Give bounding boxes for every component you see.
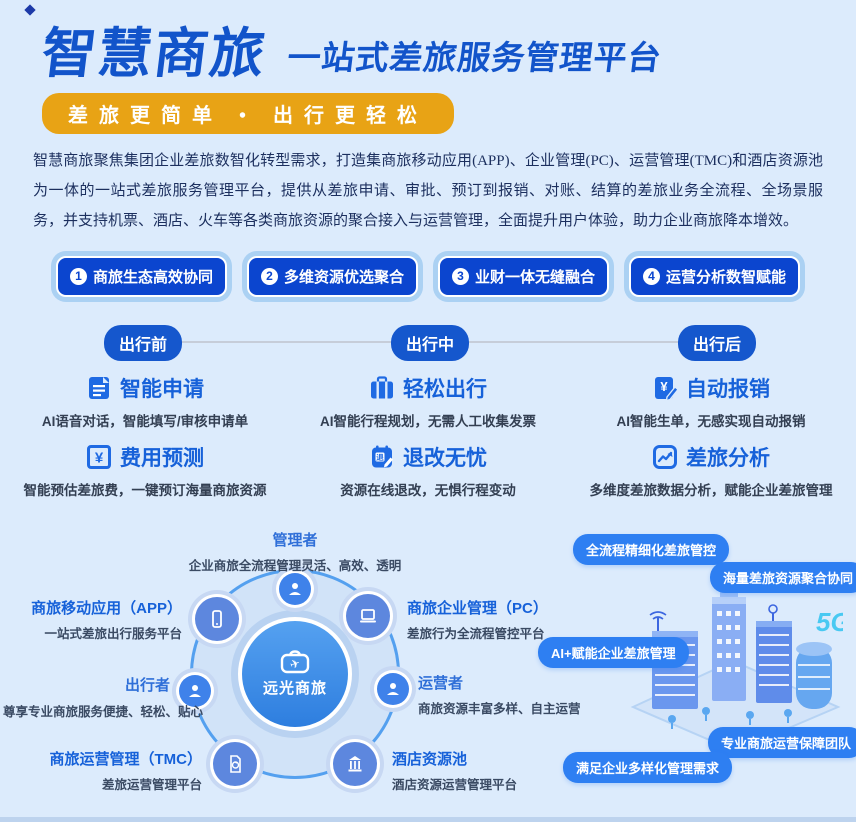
- tag-ai-empowerment: AI+赋能企业差旅管理: [538, 636, 689, 668]
- label-tmc-operations: 商旅运营管理（TMC） 差旅运营管理平台: [20, 748, 203, 793]
- platform-name: 商旅企业管理（PC）: [407, 599, 548, 617]
- node-manager: [272, 565, 318, 612]
- svg-text:5G: 5G: [816, 607, 843, 637]
- label-mobile-app: 商旅移动应用（APP） 一站式差旅出行服务平台: [0, 597, 182, 642]
- person-icon: [387, 682, 399, 695]
- ecosystem-diagram: ✈ 远光商旅: [0, 521, 856, 822]
- travel-cloud-icon: ✈: [280, 649, 310, 673]
- feature-description: 多维度差旅数据分析，赋能企业差旅管理: [589, 482, 833, 498]
- platform-description: 酒店资源运营管理平台: [392, 777, 518, 792]
- platform-description: 一站式差旅出行服务平台: [44, 626, 182, 641]
- svg-text:✈: ✈: [288, 655, 302, 672]
- header: 智慧商旅 一站式差旅服务管理平台 差旅更简单 • 出行更轻松: [0, 0, 856, 134]
- label-manager: 管理者 企业商旅全流程管理灵活、高效、透明: [155, 529, 435, 574]
- document-icon: [89, 376, 109, 399]
- platform-name: 商旅运营管理（TMC）: [49, 750, 203, 768]
- invoice-pen-icon: ¥: [655, 376, 678, 401]
- tag-resource-aggregation: 海量差旅资源聚合协同: [710, 561, 856, 593]
- feature-title: 费用预测: [120, 446, 204, 470]
- svg-text:¥: ¥: [95, 449, 104, 466]
- role-description: 商旅资源丰富多样、自主运营: [418, 701, 581, 716]
- highlight-pill-4: 4 运营分析数智赋能: [629, 255, 801, 297]
- svg-text:¥: ¥: [660, 379, 668, 394]
- platform-name: 酒店资源池: [392, 750, 468, 768]
- person-icon: [189, 684, 201, 697]
- intro-paragraph: 智慧商旅聚焦集团企业差旅数智化转型需求，打造集商旅移动应用(APP)、企业管理(…: [33, 152, 823, 229]
- ecosystem-center: ✈ 远光商旅: [231, 609, 359, 738]
- highlight-label: 多维资源优选聚合: [283, 268, 404, 286]
- yuan-square-icon: ¥: [87, 444, 111, 469]
- feature-smart-application: 智能申请 AI语音对话，智能填写/审核申请单: [0, 373, 290, 430]
- file-sync-icon: [230, 754, 241, 773]
- role-name: 管理者: [272, 531, 318, 549]
- number-badge: 4: [643, 267, 661, 285]
- feature-title: 智能申请: [120, 377, 204, 401]
- node-operator: [370, 665, 416, 712]
- feature-title: 退改无忧: [403, 446, 487, 470]
- highlight-pills: 1 商旅生态高效协同 2 多维资源优选聚合 3 业财一体无缝融合 4 运营分析数…: [0, 255, 856, 297]
- role-description: 企业商旅全流程管理灵活、高效、透明: [188, 558, 402, 573]
- feature-description: 资源在线退改，无惧行程变动: [340, 482, 516, 498]
- label-pc-management: 商旅企业管理（PC） 差旅行为全流程管控平台: [407, 597, 627, 642]
- person-icon: [289, 582, 301, 595]
- feature-cost-forecast: ¥ 费用预测 智能预估差旅费，一键预订海量商旅资源: [0, 442, 290, 499]
- feature-title: 自动报销: [686, 377, 770, 401]
- highlight-pill-2: 2 多维资源优选聚合: [246, 255, 418, 297]
- number-badge: 2: [260, 267, 278, 285]
- laptop-icon: [360, 608, 376, 623]
- feature-easy-travel: 轻松出行 AI智能行程规划，无需人工收集发票: [290, 373, 566, 430]
- number-badge: 1: [69, 267, 87, 285]
- timeline-pill-before-trip: 出行前: [104, 324, 183, 361]
- platform-description: 差旅行为全流程管控平台: [407, 626, 545, 641]
- node-hotel-pool: [326, 734, 384, 793]
- feature-description: AI语音对话，智能填写/审核申请单: [41, 413, 249, 429]
- role-name: 运营者: [418, 674, 464, 692]
- feature-description: AI智能生单，无感实现自动报销: [616, 413, 806, 429]
- feature-auto-reimbursement: ¥ 自动报销 AI智能生单，无感实现自动报销: [566, 373, 856, 430]
- highlight-label: 业财一体无缝融合: [475, 268, 596, 286]
- highlight-pill-3: 3 业财一体无缝融合: [438, 255, 610, 297]
- highlight-label: 商旅生态高效协同: [92, 268, 213, 286]
- node-pc-management: [339, 586, 397, 645]
- ecosystem-center-label: 远光商旅: [262, 679, 327, 697]
- timeline-pill-after-trip: 出行后: [677, 324, 756, 361]
- feature-description: AI智能行程规划，无需人工收集发票: [320, 413, 536, 429]
- feature-grid: 智能申请 AI语音对话，智能填写/审核申请单 轻松出行 AI智能行程规划，无需人…: [0, 373, 856, 499]
- feature-travel-analytics: 差旅分析 多维度差旅数据分析，赋能企业差旅管理: [566, 442, 856, 499]
- tag-process-control: 全流程精细化差旅管控: [573, 533, 730, 565]
- label-hotel-pool: 酒店资源池 酒店资源运营管理平台: [392, 748, 612, 793]
- highlight-label: 运营分析数智赋能: [666, 268, 787, 286]
- bottom-strip-decoration: [0, 817, 856, 822]
- platform-description: 差旅运营管理平台: [101, 777, 202, 792]
- tag-diverse-management: 满足企业多样化管理需求: [563, 751, 733, 783]
- timeline-pill-during-trip: 出行中: [390, 324, 469, 361]
- feature-title: 差旅分析: [686, 446, 770, 470]
- feature-description: 智能预估差旅费，一键预订海量商旅资源: [23, 482, 267, 498]
- title-row: 智慧商旅 一站式差旅服务管理平台: [38, 24, 856, 84]
- node-mobile-app: [188, 589, 246, 648]
- hotel-building-icon: [348, 755, 362, 772]
- feature-worry-free-refund: 退 退改无忧 资源在线退改，无惧行程变动: [290, 442, 566, 499]
- refund-board-icon: 退: [372, 445, 393, 468]
- svg-text:退: 退: [376, 452, 384, 461]
- label-traveler: 出行者: [124, 676, 170, 694]
- node-tmc-operations: [206, 734, 264, 793]
- label-operator: 运营者 商旅资源丰富多样、自主运营: [418, 672, 638, 717]
- page-subtitle: 一站式差旅服务管理平台: [285, 38, 664, 76]
- trip-phase-timeline: 出行前 出行中 出行后: [104, 324, 756, 361]
- node-traveler: [172, 667, 218, 714]
- highlight-pill-1: 1 商旅生态高效协同: [55, 255, 227, 297]
- briefcase-icon: [371, 376, 393, 399]
- feature-title: 轻松出行: [403, 377, 487, 401]
- analytics-icon: [653, 444, 677, 469]
- smartphone-icon: [212, 609, 222, 628]
- platform-name: 商旅移动应用（APP）: [31, 599, 182, 617]
- page-title: 智慧商旅: [38, 24, 270, 84]
- traveler-description: 尊享专业商旅服务便捷、轻松、贴心: [3, 704, 204, 719]
- tag-support-team: 专业商旅运营保障团队: [708, 726, 856, 758]
- number-badge: 3: [452, 267, 469, 285]
- slogan-banner: 差旅更简单 • 出行更轻松: [42, 92, 455, 134]
